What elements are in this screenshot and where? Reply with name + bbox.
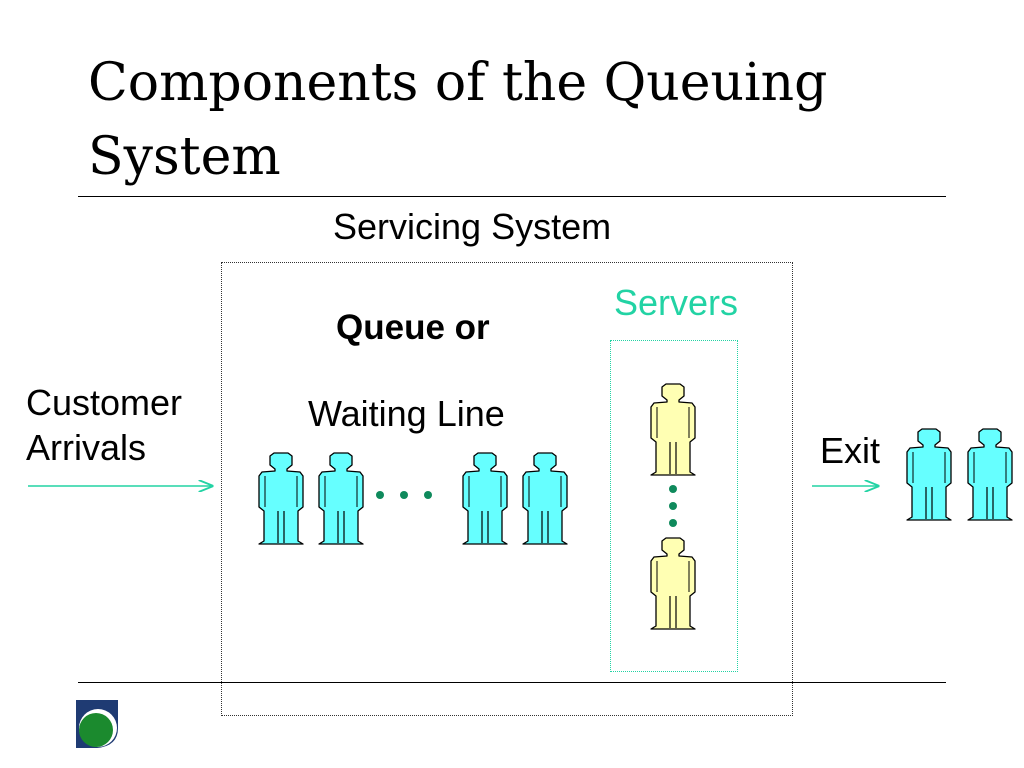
queue-customer-icon (318, 452, 364, 545)
exit-label: Exit (820, 430, 881, 471)
server-person-icon (650, 383, 696, 476)
servers-ellipsis (669, 485, 677, 527)
server-person-icon (650, 537, 696, 630)
queue-customer-icon (522, 452, 568, 545)
slide-title-line-1: Components of the Queuing (88, 53, 828, 113)
logo-icon (76, 700, 118, 748)
slide-title: Components of the Queuing System (88, 46, 948, 194)
queue-customer-icon (462, 452, 508, 545)
servers-label: Servers (614, 282, 739, 323)
customer-arrivals-line-2: Arrivals (26, 427, 147, 468)
queue-label: Queue or (336, 308, 490, 347)
queue-customer-icon (258, 452, 304, 545)
slide-title-line-2: System (88, 127, 281, 187)
servicing-system-label: Servicing System (333, 206, 612, 247)
bottom-divider (78, 682, 946, 683)
waiting-line-label: Waiting Line (308, 393, 505, 434)
exited-customer-icon (967, 428, 1013, 521)
customer-arrivals-label: Customer Arrivals (26, 380, 182, 470)
top-divider (78, 196, 946, 197)
customer-arrivals-line-1: Customer (26, 382, 183, 423)
exited-customer-icon (906, 428, 952, 521)
servicing-system-box (221, 262, 793, 716)
queue-ellipsis (376, 491, 432, 499)
servers-box (610, 340, 738, 672)
